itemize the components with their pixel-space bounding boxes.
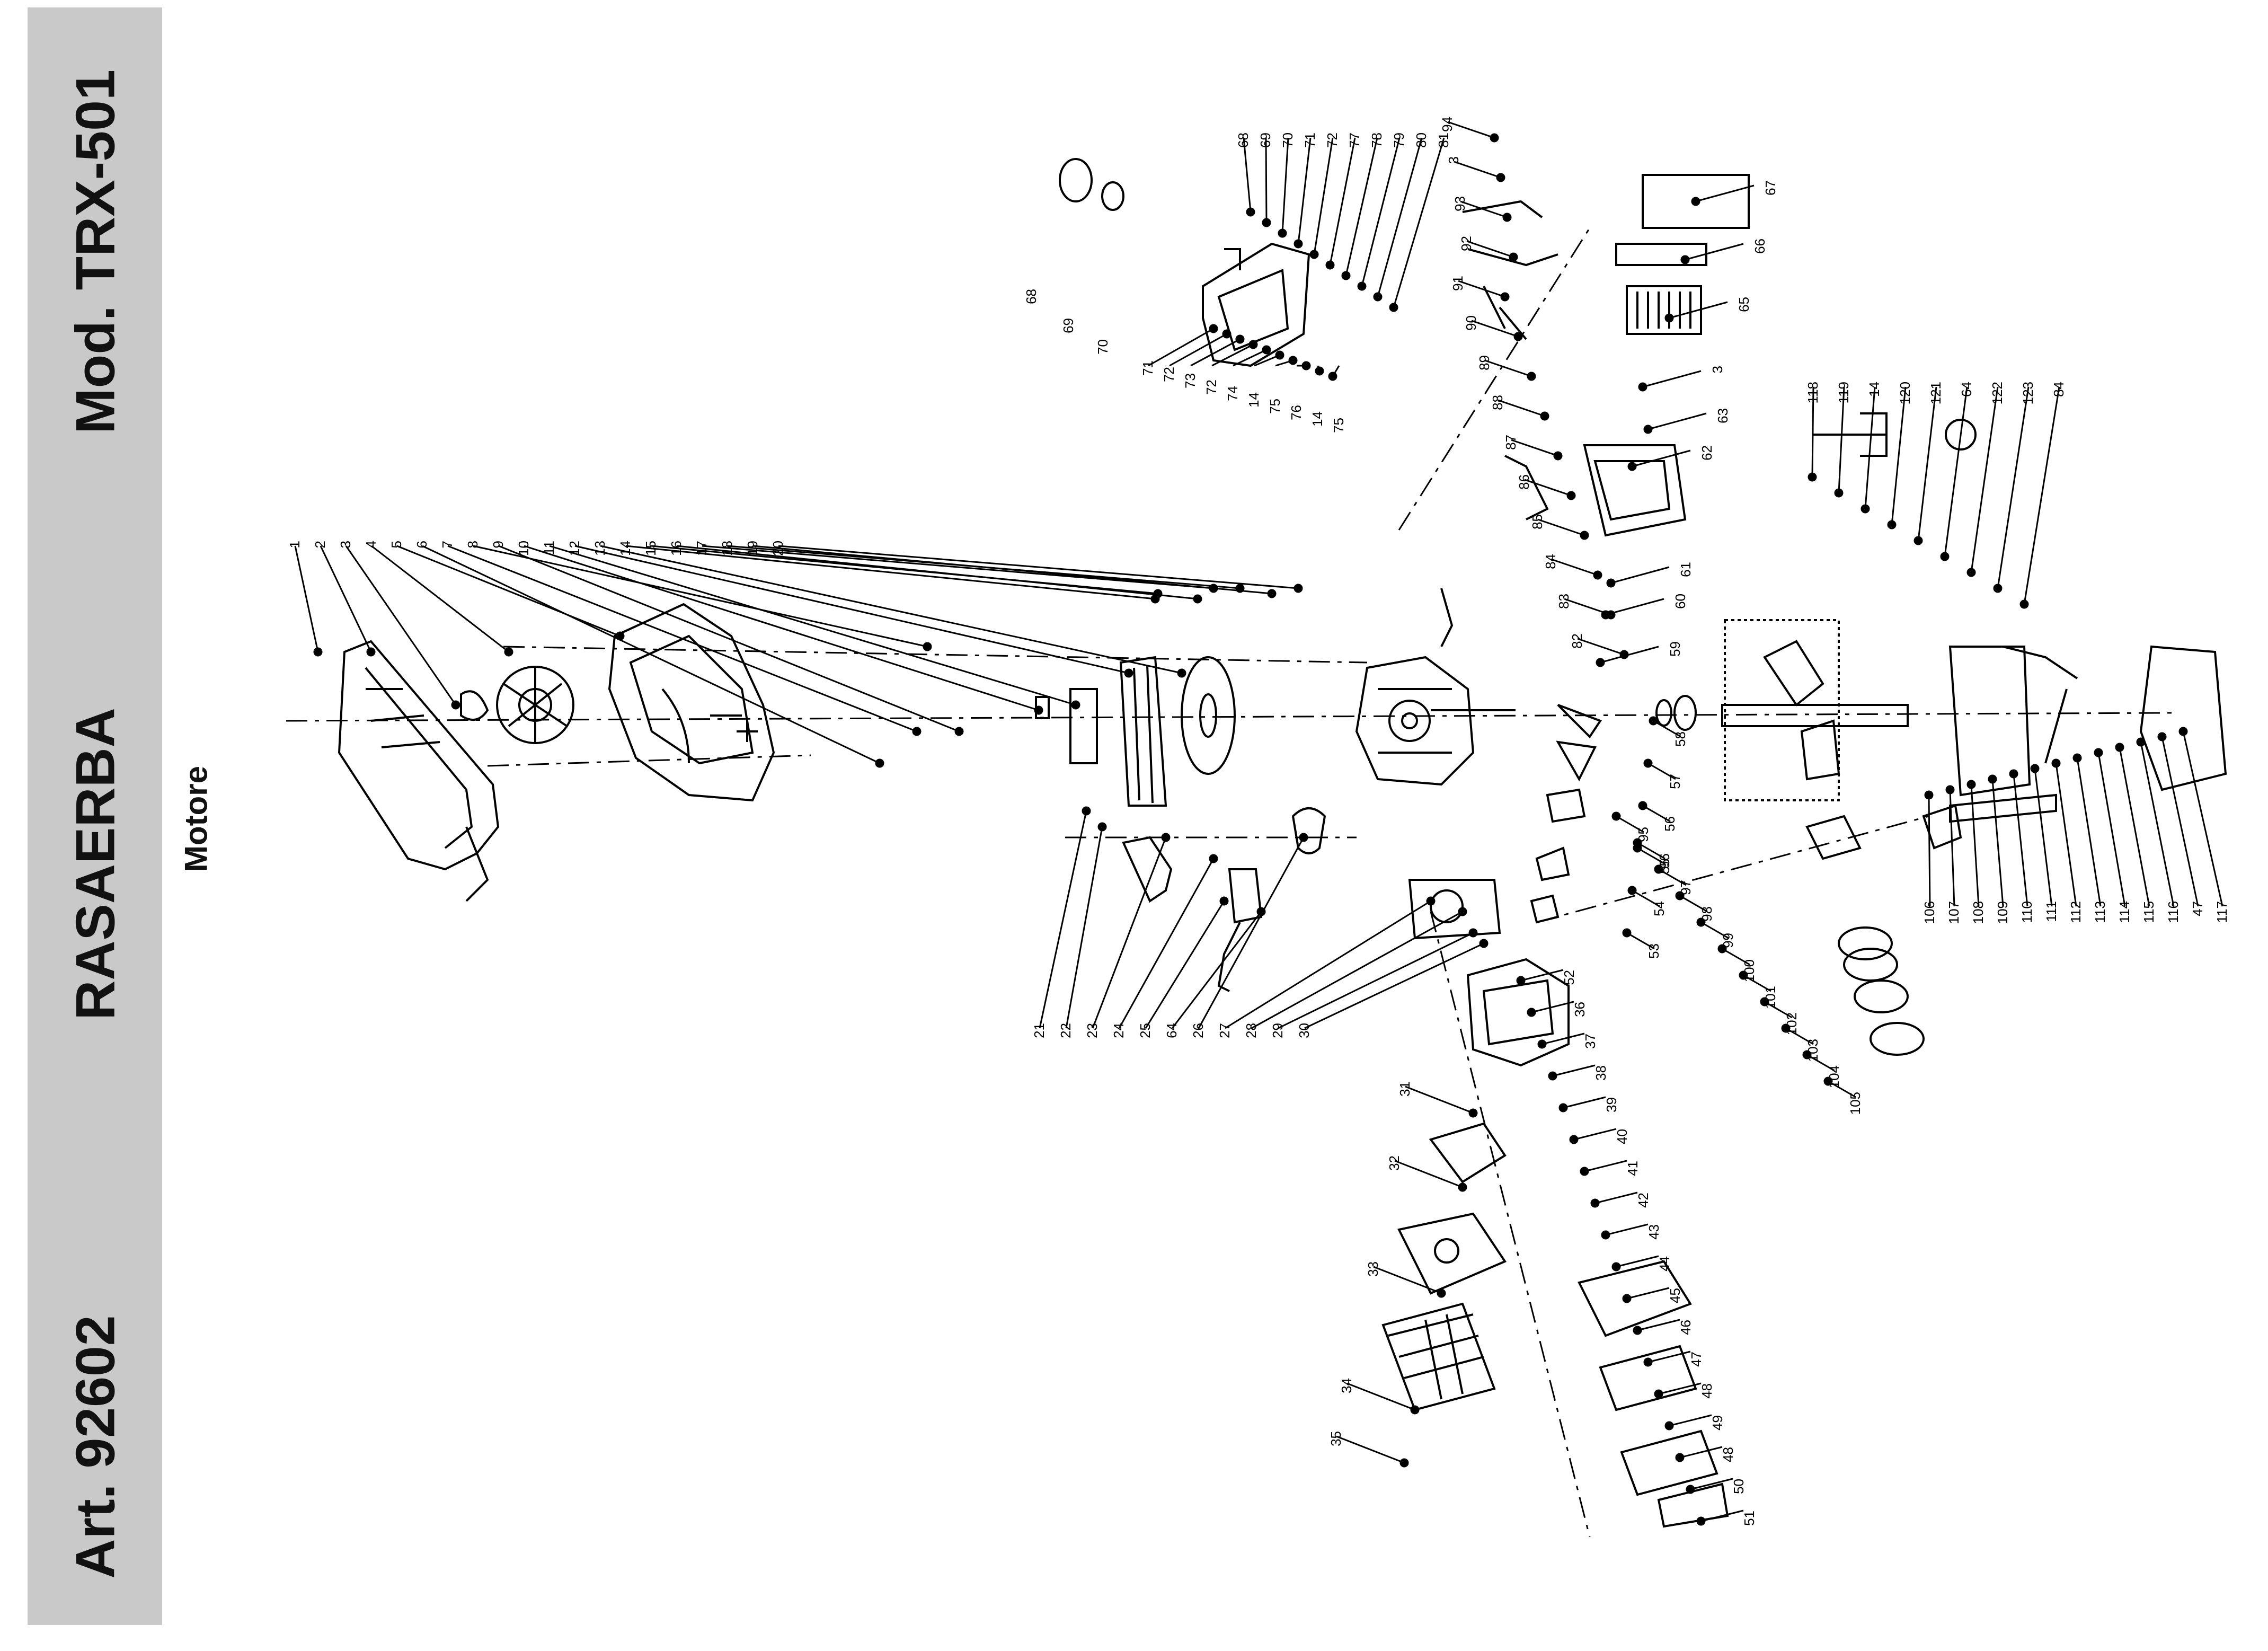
part-number: 17 — [694, 541, 710, 556]
part-number: 19 — [745, 541, 760, 556]
throttle-linkage — [1440, 200, 1558, 647]
part-number: 37 — [1582, 1034, 1598, 1049]
part-number: 24 — [1111, 1023, 1127, 1038]
part-number: 66 — [1752, 239, 1768, 254]
exhaust-muffler — [1381, 1122, 1507, 1411]
title-bar — [28, 7, 162, 1625]
part-number: 2 — [312, 541, 328, 548]
part-number: 49 — [1709, 1415, 1725, 1431]
part-number: 38 — [1593, 1065, 1609, 1081]
part-number: 4 — [363, 541, 379, 548]
crankcase-cover — [1948, 645, 2227, 797]
part-number: 13 — [592, 541, 608, 556]
part-number: 52 — [1561, 970, 1577, 985]
part-number: 20 — [770, 541, 786, 556]
crankcase-block — [1355, 656, 1475, 786]
fan-housing — [608, 603, 775, 802]
piston-rings — [1805, 815, 1925, 1056]
gasket-shapes — [1431, 704, 1602, 924]
part-number: 75 — [1331, 418, 1346, 433]
part-number: 3 — [1709, 366, 1725, 373]
part-number: 41 — [1625, 1161, 1641, 1176]
part-number: 61 — [1678, 562, 1694, 577]
part-number: 72 — [1161, 367, 1177, 382]
part-number: 75 — [1267, 399, 1283, 414]
part-number: 6 — [414, 541, 430, 548]
part-number: 26 — [1190, 1023, 1206, 1038]
part-number: 5 — [388, 541, 404, 548]
part-number: 62 — [1699, 445, 1715, 461]
part-number: 22 — [1058, 1023, 1074, 1038]
part-number: 73 — [1182, 373, 1198, 389]
part-number: 60 — [1672, 594, 1688, 609]
part-number: 43 — [1646, 1224, 1662, 1240]
part-number: 44 — [1656, 1256, 1672, 1272]
part-number: 14 — [1246, 392, 1262, 408]
fuel-tank — [1059, 158, 1310, 367]
part-number: 10 — [516, 541, 531, 556]
part-number: 1 — [287, 541, 303, 548]
valve-cover — [1578, 1260, 1729, 1528]
part-number: 39 — [1603, 1097, 1619, 1113]
part-number: 3 — [338, 541, 353, 548]
air-filter — [1583, 174, 1750, 537]
part-number: 50 — [1731, 1479, 1747, 1494]
part-number: 25 — [1137, 1023, 1153, 1038]
crankshaft — [1655, 619, 1909, 801]
starter-pulley — [460, 666, 574, 744]
part-number: 21 — [1031, 1023, 1047, 1038]
part-number: 68 — [1023, 289, 1039, 304]
part-number: 74 — [1225, 386, 1241, 401]
part-number: 65 — [1736, 297, 1752, 312]
part-number: 9 — [490, 541, 506, 548]
part-number: 67 — [1762, 180, 1778, 196]
part-number: 59 — [1667, 641, 1683, 657]
part-number: 63 — [1715, 408, 1731, 423]
recoil-cover — [338, 640, 500, 902]
assembly-axes — [286, 227, 2173, 1538]
part-number: 47 — [1688, 1352, 1704, 1367]
part-number: 40 — [1614, 1129, 1630, 1144]
part-number: 7 — [439, 541, 455, 548]
flywheel-parts — [1035, 656, 1236, 807]
part-number: 14 — [617, 541, 633, 556]
part-number: 72 — [1203, 379, 1219, 395]
part-number: 16 — [668, 541, 684, 556]
part-number: 64 — [1164, 1023, 1180, 1038]
part-number: 23 — [1084, 1023, 1100, 1038]
part-number: 76 — [1288, 405, 1304, 420]
part-number: 105 — [1847, 1092, 1863, 1115]
part-number: 48 — [1699, 1383, 1715, 1399]
cylinder-head — [1408, 879, 1570, 1067]
part-number: 51 — [1741, 1511, 1757, 1526]
part-number: 70 — [1095, 339, 1111, 355]
part-number: 45 — [1667, 1288, 1683, 1303]
part-number: 48 — [1720, 1447, 1736, 1462]
part-number: 69 — [1060, 318, 1076, 333]
part-number: 15 — [643, 541, 659, 556]
part-number: 12 — [566, 541, 582, 556]
camshaft — [1812, 412, 2057, 850]
part-number: 42 — [1635, 1193, 1651, 1208]
part-number: 46 — [1678, 1320, 1694, 1335]
part-number: 14 — [1309, 411, 1325, 427]
part-number: 18 — [719, 541, 735, 556]
part-number: 36 — [1572, 1002, 1588, 1017]
